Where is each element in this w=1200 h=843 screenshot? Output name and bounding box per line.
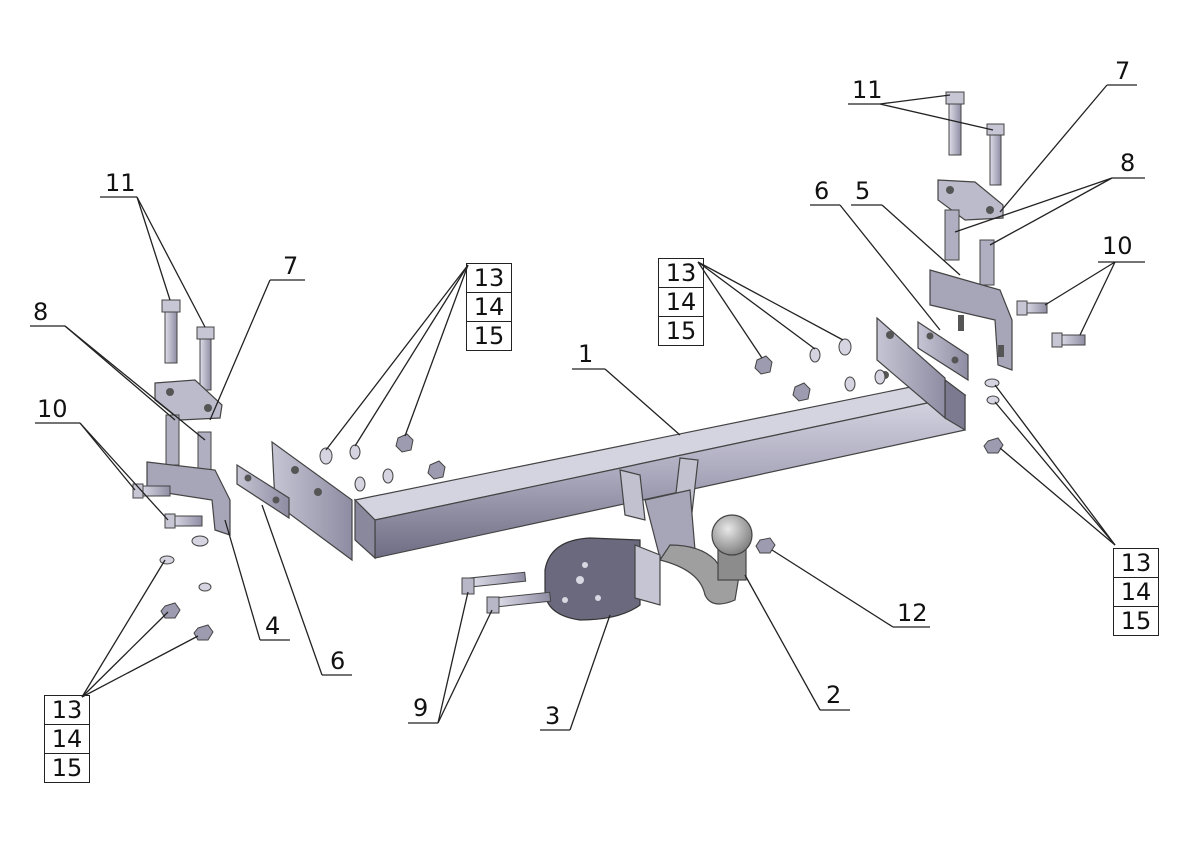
beam-fasteners-right — [754, 338, 886, 402]
beam-fasteners-left — [319, 433, 446, 492]
part-label-6-left: 6 — [330, 647, 346, 675]
part-label-12: 12 — [897, 599, 928, 627]
part-label-10-left: 10 — [37, 395, 68, 423]
stack-label-15: 15 — [466, 322, 512, 351]
stack-label-14: 14 — [658, 288, 704, 317]
nut-part-12 — [755, 537, 776, 554]
bolts-part-9 — [461, 571, 552, 614]
main-beam — [353, 378, 967, 560]
spacer-plate-left — [236, 463, 290, 520]
label-stack-top-left: 13 14 15 — [466, 263, 512, 351]
stack-label-13: 13 — [1113, 548, 1159, 578]
part-label-8-left: 8 — [33, 298, 49, 326]
tow-ball-assembly — [619, 457, 753, 605]
stack-label-15: 15 — [44, 754, 90, 783]
left-mount-assembly — [132, 299, 231, 641]
stack-label-13: 13 — [658, 258, 704, 288]
part-label-11-left: 11 — [105, 169, 136, 197]
label-stack-right: 13 14 15 — [1113, 548, 1159, 636]
part-label-5: 5 — [855, 177, 871, 205]
part-label-2: 2 — [826, 681, 842, 709]
part-label-7-right: 7 — [1115, 57, 1131, 85]
part-label-4: 4 — [265, 612, 281, 640]
stack-label-14: 14 — [1113, 578, 1159, 607]
part-label-6-right: 6 — [814, 177, 830, 205]
stack-label-13: 13 — [466, 263, 512, 293]
stack-label-15: 15 — [1113, 607, 1159, 636]
stack-label-14: 14 — [466, 293, 512, 322]
left-beam-flange — [271, 440, 353, 562]
stack-label-13: 13 — [44, 695, 90, 725]
part-label-10-right: 10 — [1102, 232, 1133, 260]
part-label-3: 3 — [545, 702, 561, 730]
part-label-11-right: 11 — [852, 76, 883, 104]
part-label-7-left: 7 — [283, 252, 299, 280]
part-label-9: 9 — [413, 694, 429, 722]
part-label-1: 1 — [578, 340, 594, 368]
right-mount-assembly — [929, 91, 1086, 454]
socket-plate — [544, 537, 661, 621]
stack-label-15: 15 — [658, 317, 704, 346]
part-label-8-right: 8 — [1120, 149, 1136, 177]
stack-label-14: 14 — [44, 725, 90, 754]
spacer-plate-right — [917, 320, 969, 382]
label-stack-top-mid: 13 14 15 — [658, 258, 704, 346]
label-stack-bottom-left: 13 14 15 — [44, 695, 90, 783]
leader-lines — [30, 84, 1145, 731]
